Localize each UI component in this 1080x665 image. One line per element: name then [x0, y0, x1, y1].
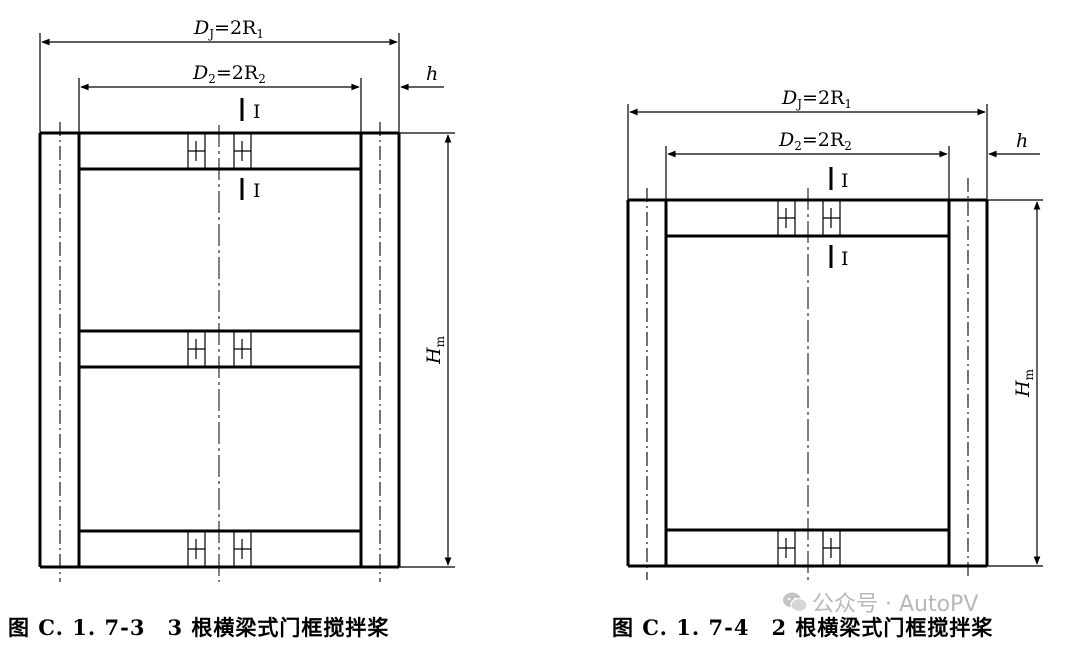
hub-top: [777, 199, 841, 237]
centerlines: [59, 122, 381, 582]
dimension-inner-diameter: D2=2R2: [78, 62, 362, 133]
section-mark-upper-label: I: [253, 101, 261, 123]
dimension-h-label: h: [426, 63, 438, 85]
dimension-inner-label: D2=2R2: [778, 129, 852, 153]
dimension-height-label: Hm: [423, 335, 447, 365]
dimension-outer-label: DJ=2R1: [193, 17, 264, 41]
dimension-h-label: h: [1016, 130, 1028, 152]
diagram-3-crossbeams: I I DJ=2R1 D2=2R2 h Hm: [38, 17, 455, 582]
section-mark-lower: I: [829, 245, 849, 270]
watermark-text: 公众号 · AutoPV: [812, 592, 979, 617]
dimension-outer-diameter: DJ=2R1: [39, 17, 400, 133]
caption-2-crossbeams: 图 C. 1. 7-4 2 根横梁式门框搅拌桨: [612, 615, 994, 640]
caption-3-crossbeams: 图 C. 1. 7-3 3 根横梁式门框搅拌桨: [8, 615, 390, 640]
centerlines: [646, 178, 969, 580]
section-mark-lower-label: I: [841, 248, 849, 270]
section-mark-lower-label: I: [253, 180, 261, 202]
dimension-h: h: [400, 63, 444, 91]
crossbeam-middle: [79, 329, 361, 369]
dimension-inner-diameter: D2=2R2: [665, 129, 950, 200]
section-mark-upper-label: I: [841, 170, 849, 192]
wechat-icon: [782, 591, 808, 619]
section-mark-upper: I: [240, 98, 261, 123]
dimension-height: Hm: [399, 132, 455, 568]
hub-top: [187, 132, 252, 170]
dimension-h: h: [988, 130, 1040, 158]
hub-bottom: [777, 529, 841, 567]
dimension-height: Hm: [987, 199, 1043, 567]
dimension-outer-diameter: DJ=2R1: [627, 87, 988, 200]
dimension-inner-label: D2=2R2: [192, 62, 266, 86]
diagram-2-crossbeams: I I DJ=2R1 D2=2R2 h Hm: [626, 87, 1043, 580]
hub-middle: [187, 330, 252, 368]
watermark: 公众号 · AutoPV: [782, 586, 978, 619]
dimension-height-label: Hm: [1012, 368, 1036, 398]
hub-bottom: [187, 530, 252, 568]
section-mark-upper: I: [829, 167, 849, 192]
dimension-outer-label: DJ=2R1: [781, 87, 852, 111]
section-mark-lower: I: [240, 178, 261, 202]
